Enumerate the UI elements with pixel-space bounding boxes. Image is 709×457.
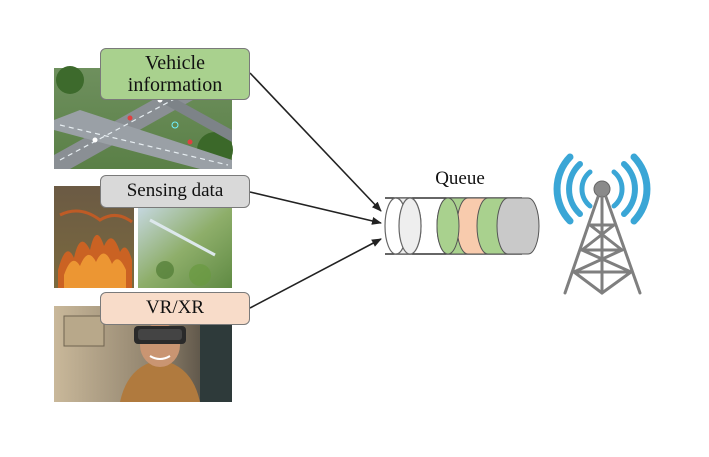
- queue-buffer: [384, 197, 540, 255]
- queue-segments: [436, 197, 540, 255]
- sensing-data-text: Sensing data: [126, 180, 224, 202]
- queue-label: Queue: [435, 168, 485, 189]
- signal-waves-icon: [553, 153, 651, 225]
- vr-xr-label: VR/XR: [100, 292, 250, 325]
- vehicle-information-label: Vehicle information: [100, 48, 250, 100]
- wireless-tower-icon: [553, 153, 651, 295]
- arrow-vehicle-to-queue: [249, 72, 382, 212]
- arrow-sensing-to-queue: [249, 191, 382, 225]
- arrow-vr-to-queue: [249, 238, 382, 309]
- vr-xr-text: VR/XR: [145, 297, 205, 319]
- queue-segment: [496, 197, 540, 255]
- sensing-data-label: Sensing data: [100, 175, 250, 208]
- queue-segment-front: [436, 197, 460, 255]
- vehicle-information-text: Vehicle information: [127, 52, 223, 96]
- field-sensor-photo: [138, 208, 232, 288]
